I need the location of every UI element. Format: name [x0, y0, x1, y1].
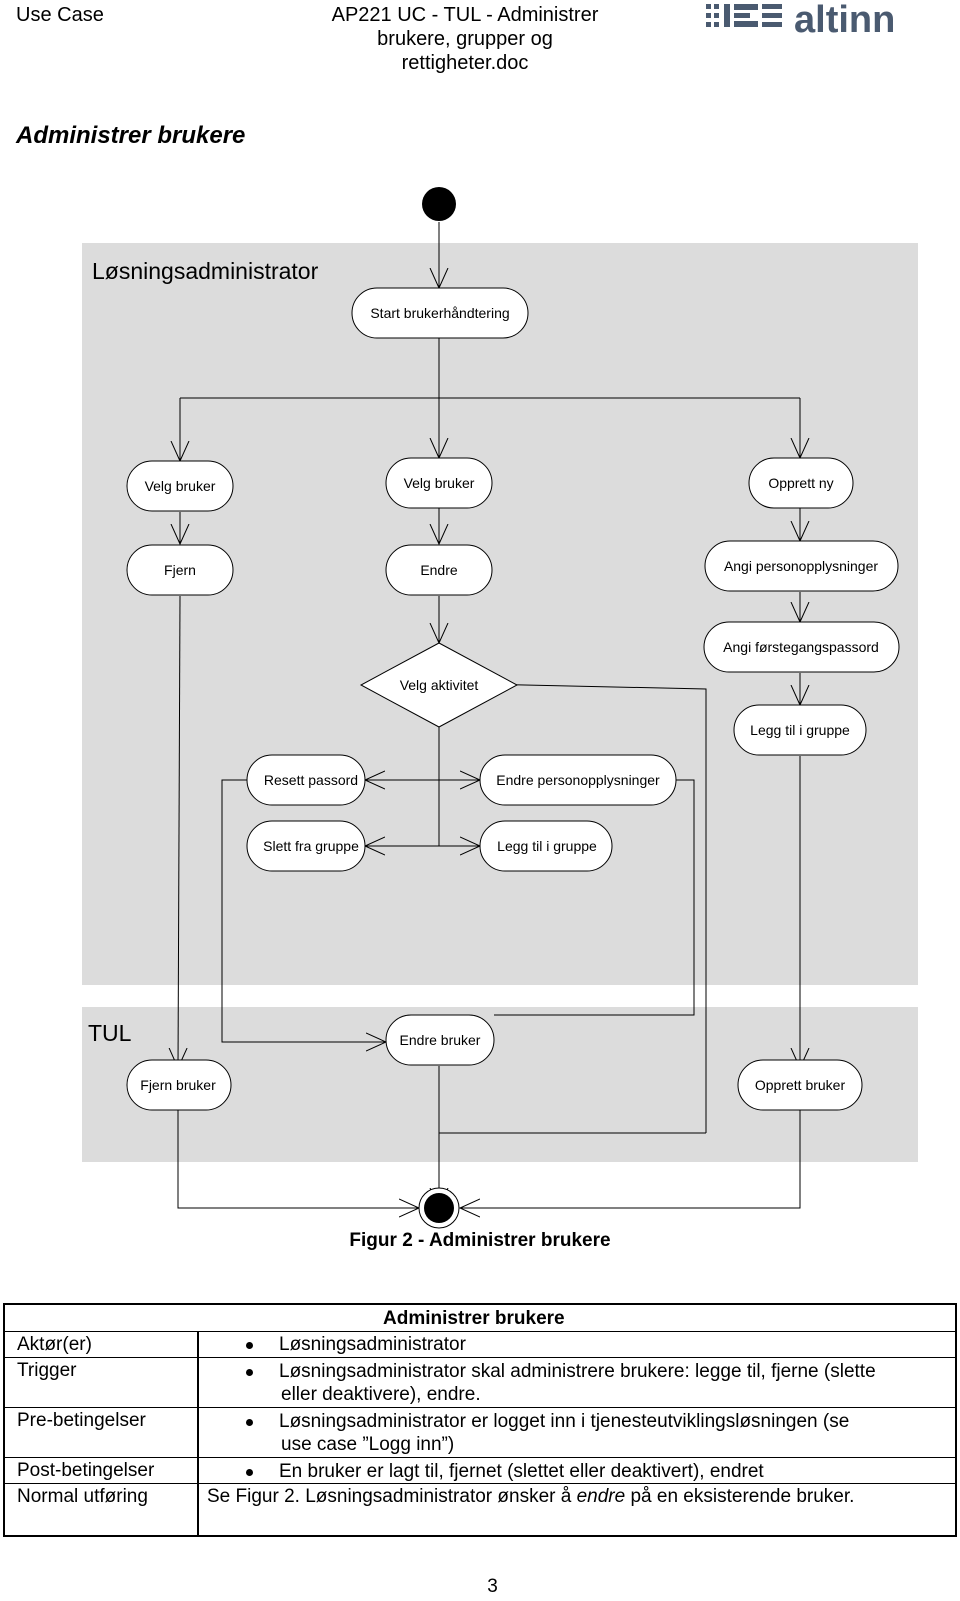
label-velg-bruker-left: Velg bruker — [145, 478, 216, 494]
label-angi-person: Angi personopplysninger — [724, 558, 878, 574]
normal-flow-emphasis: endre — [576, 1486, 626, 1507]
logo-wordmark: altinn — [794, 0, 895, 41]
edge-right-loop — [494, 779, 695, 1016]
row-value-normal-flow: Se Figur 2. Løsningsadministrator ønsker… — [207, 1485, 854, 1508]
table-divider — [5, 1407, 955, 1408]
row-value-actors: Løsningsadministrator — [279, 1334, 466, 1355]
lane-tul-label: TUL — [88, 1020, 132, 1046]
row-label-normal-flow: Normal utføring — [17, 1486, 148, 1507]
node-velg-bruker-mid — [385, 457, 493, 509]
row-value-trigger-line2: eller deaktivere), endre. — [281, 1384, 481, 1405]
label-legg-til-mid: Legg til i gruppe — [497, 838, 597, 854]
label-start-handling: Start brukerhåndtering — [370, 305, 509, 321]
node-legg-til-right — [733, 704, 867, 756]
node-endre-bruker — [385, 1014, 495, 1066]
label-velg-bruker-mid: Velg bruker — [404, 475, 475, 491]
activity-diagram: Løsningsadministrator TUL — [82, 187, 918, 1229]
node-opprett-ny — [748, 457, 854, 509]
row-value-post: En bruker er lagt til, fjernet (slettet … — [279, 1461, 764, 1482]
table-divider — [5, 1457, 955, 1458]
table-column-divider — [197, 1331, 199, 1535]
label-angi-passord: Angi førstegangspassord — [723, 639, 879, 655]
table-divider — [5, 1357, 955, 1358]
edge-opprett-bruker-to-end — [460, 1108, 801, 1208]
row-label-preconditions: Pre-betingelser — [17, 1410, 146, 1431]
row-label-actors: Aktør(er) — [17, 1334, 92, 1355]
node-fjern — [126, 544, 234, 596]
row-value-pre-line2: use case ”Logg inn”) — [281, 1434, 455, 1455]
edge-left-loop-to-endre-bruker — [221, 779, 386, 1042]
normal-flow-text: Se Figur 2. Løsningsadministrator ønsker… — [207, 1486, 577, 1507]
node-resett-passord — [246, 754, 366, 806]
bullet — [246, 1369, 253, 1376]
page-number: 3 — [487, 1576, 498, 1597]
section-heading: Administrer brukere — [16, 122, 246, 149]
label-legg-til-right: Legg til i gruppe — [750, 722, 850, 738]
table-title: Administrer brukere — [383, 1308, 565, 1329]
node-slett-fra-gruppe — [246, 820, 366, 872]
label-opprett-bruker: Opprett bruker — [755, 1077, 846, 1093]
label-fjern: Fjern — [164, 562, 196, 578]
header-doc-filename: AP221 UC - TUL - Administrer brukere, gr… — [310, 3, 620, 75]
label-fjern-bruker: Fjern bruker — [140, 1077, 216, 1093]
table-divider — [5, 1483, 955, 1484]
label-resett-passord: Resett passord — [264, 772, 358, 788]
node-fjern-bruker — [126, 1059, 232, 1111]
initial-node — [422, 187, 456, 221]
label-opprett-ny: Opprett ny — [768, 475, 833, 491]
edge-loop-back-to-aktivitet — [480, 684, 707, 1133]
normal-flow-text-end: på en eksisterende bruker. — [625, 1486, 855, 1507]
edge-fjern-to-fjern-bruker — [178, 595, 180, 1068]
figure-caption: Figur 2 - Administrer brukere — [349, 1230, 611, 1251]
row-label-postconditions: Post-betingelser — [17, 1460, 155, 1481]
node-endre-person — [479, 754, 677, 806]
label-endre: Endre — [420, 562, 458, 578]
bullet — [246, 1419, 253, 1426]
bullet — [246, 1469, 253, 1476]
node-opprett-bruker — [737, 1059, 863, 1111]
edge-fjern-bruker-to-end — [177, 1108, 419, 1208]
row-value-trigger-line1: Løsningsadministrator skal administrere … — [279, 1361, 876, 1382]
final-node-core — [424, 1193, 454, 1223]
node-angi-passord — [703, 621, 900, 673]
node-velg-bruker-left — [126, 460, 234, 512]
header-filename-line-3: rettigheter.doc — [401, 52, 529, 74]
use-case-table: Administrer brukere Aktør(er) Løsningsad… — [3, 1303, 957, 1537]
label-velg-aktivitet: Velg aktivitet — [400, 677, 479, 693]
row-value-pre-line1: Løsningsadministrator er logget inn i tj… — [279, 1411, 850, 1432]
header-filename-line-1: AP221 UC - TUL - Administrer — [331, 4, 599, 26]
altinn-logo: altinn — [706, 0, 895, 41]
node-endre — [385, 544, 493, 596]
node-velg-aktivitet — [359, 642, 519, 728]
header-filename-line-2: brukere, grupper og — [377, 28, 553, 50]
bullet — [246, 1342, 253, 1349]
node-start-handling — [351, 287, 529, 339]
node-legg-til-mid — [479, 820, 613, 872]
table-divider — [5, 1331, 955, 1332]
label-slett-fra-gruppe: Slett fra gruppe — [263, 838, 359, 854]
row-label-trigger: Trigger — [17, 1360, 77, 1381]
label-endre-bruker: Endre bruker — [400, 1032, 481, 1048]
header-doc-type: Use Case — [16, 4, 104, 26]
node-angi-person — [704, 540, 899, 592]
lane-admin-label: Løsningsadministrator — [92, 258, 319, 284]
lane-admin — [82, 243, 918, 985]
label-endre-person: Endre personopplysninger — [496, 772, 660, 788]
